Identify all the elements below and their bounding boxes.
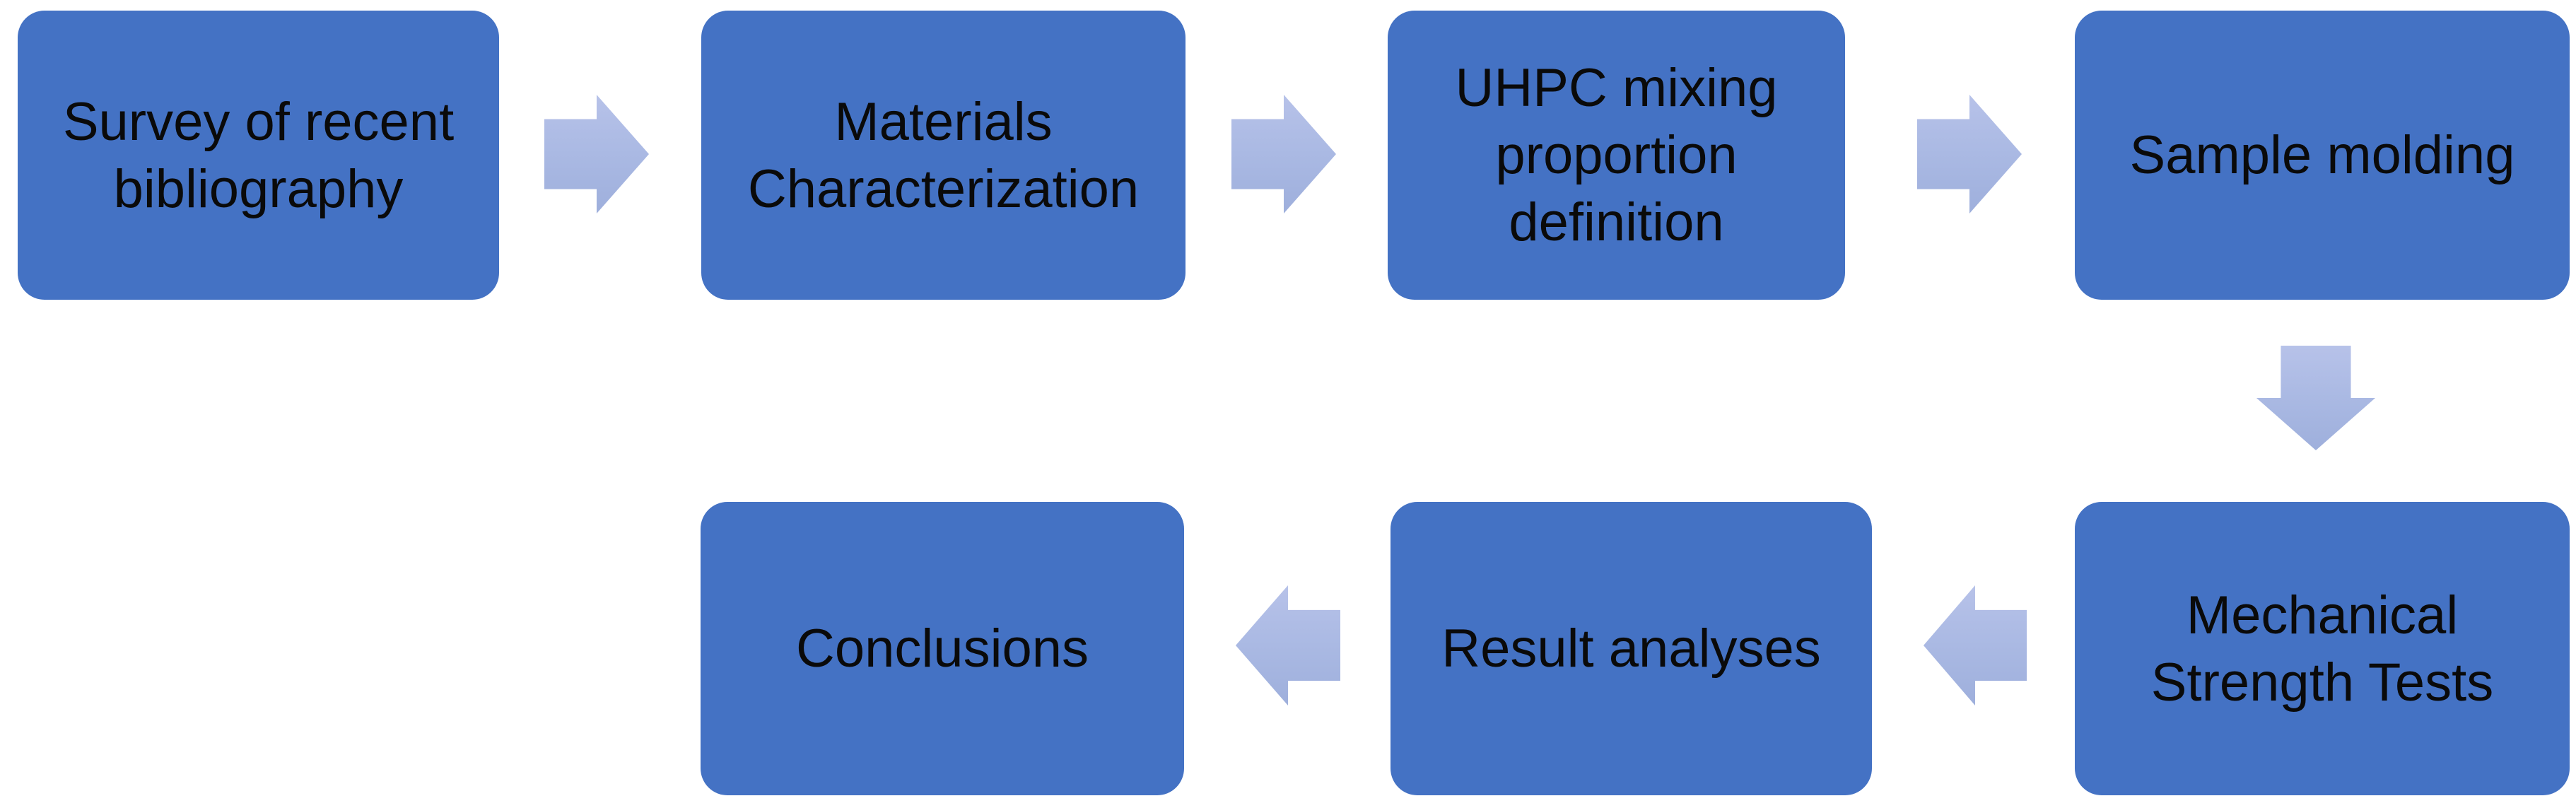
flow-step-materials-characterization: Materials Characterization <box>701 11 1185 300</box>
flow-step-label: UHPC mixing proportion definition <box>1455 58 1778 252</box>
flow-step-label: Mechanical Strength Tests <box>2150 585 2494 713</box>
flow-step-conclusions: Conclusions <box>701 502 1184 795</box>
flow-step-result-analyses: Result analyses <box>1391 502 1872 795</box>
arrow-right-icon <box>1231 95 1336 213</box>
arrow-right-icon <box>1917 95 2022 213</box>
flow-step-label: Materials Characterization <box>747 91 1140 219</box>
flow-step-label: Sample molding <box>2129 125 2515 185</box>
arrow-left-icon <box>1924 585 2027 705</box>
flow-step-label: Result analyses <box>1441 619 1821 679</box>
flow-step-sample-molding: Sample molding <box>2075 11 2570 300</box>
arrow-right-icon <box>544 95 649 213</box>
flow-step-label: Conclusions <box>796 619 1089 679</box>
arrow-left-icon <box>1236 585 1340 705</box>
flow-step-mechanical-strength-tests: Mechanical Strength Tests <box>2075 502 2570 795</box>
arrow-down-icon <box>2256 346 2375 450</box>
flow-step-label: Survey of recent bibliography <box>62 91 455 219</box>
flow-step-uhpc-mixing-proportion-definition: UHPC mixing proportion definition <box>1388 11 1845 300</box>
flow-step-survey-of-recent-bibliography: Survey of recent bibliography <box>18 11 499 300</box>
